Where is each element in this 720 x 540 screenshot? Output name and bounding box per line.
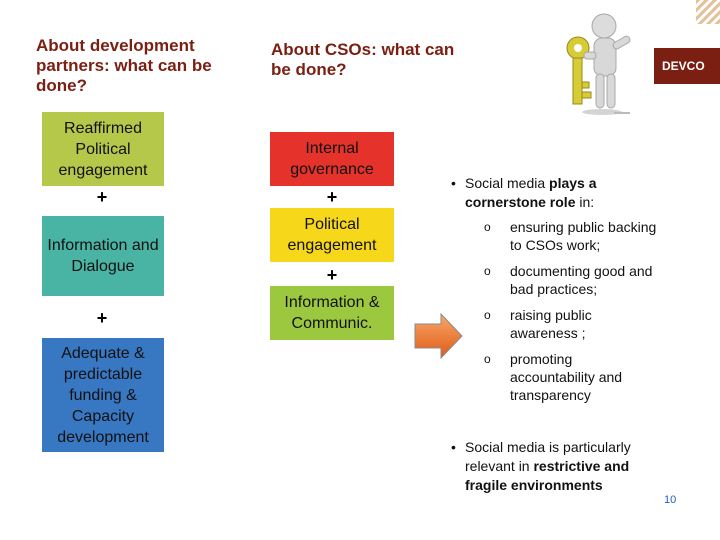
devco-label: DEVCO (654, 48, 720, 84)
plus-sign: + (96, 308, 108, 328)
plus-sign: + (326, 187, 338, 207)
box-information-communication: Information & Communic. (270, 286, 394, 340)
box-funding-capacity: Adequate & predictable funding & Capacit… (42, 338, 164, 452)
figure-with-key-icon (566, 13, 631, 115)
middle-heading: About CSOs: what can be done? (271, 40, 455, 79)
bullet-restrictive-environments: • Social media is particularly relevant … (451, 439, 631, 493)
right-arrow-icon (414, 313, 463, 359)
subitem-accountability: o promoting accountability and transpare… (484, 351, 623, 403)
bullet-dot: • (451, 439, 456, 455)
box-political-engagement-partners: Reaffirmed Political engagement (42, 112, 164, 186)
subitem-public-backing: o ensuring public backing to CSOs work; (484, 219, 657, 253)
box-internal-governance: Internal governance (270, 132, 394, 186)
box-information-dialogue: Information and Dialogue (42, 216, 164, 296)
box-political-engagement-csos: Political engagement (270, 208, 394, 262)
bullet-dot: • (451, 175, 456, 191)
left-heading: About development partners: what can be … (36, 36, 212, 95)
plus-sign: + (96, 187, 108, 207)
plus-sign: + (326, 265, 338, 285)
subitem-awareness: o raising public awareness ; (484, 307, 592, 341)
corner-stripes (696, 0, 720, 24)
page-number: 10 (664, 494, 677, 506)
bullet-cornerstone: • Social media plays a cornerstone role … (451, 175, 597, 210)
subitem-documenting: o documenting good and bad practices; (484, 263, 653, 297)
